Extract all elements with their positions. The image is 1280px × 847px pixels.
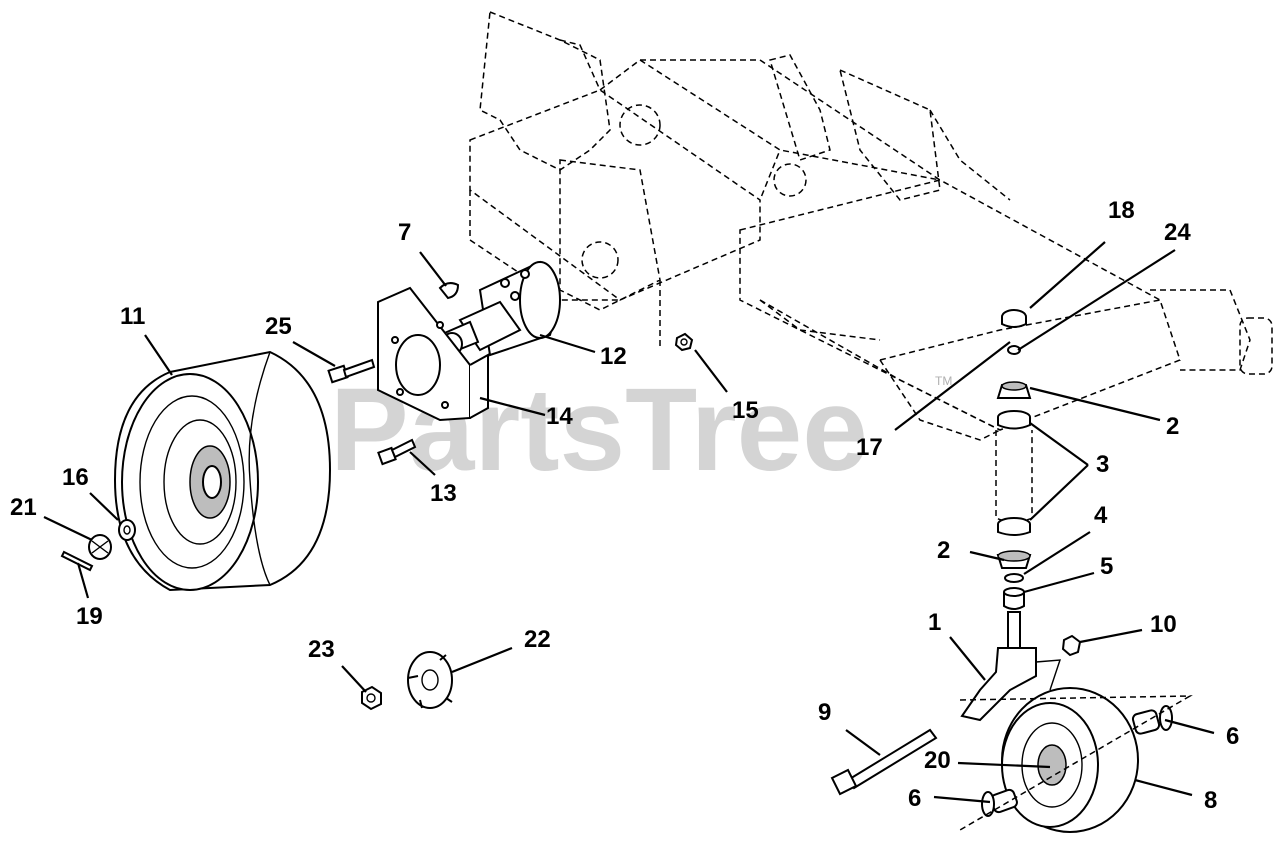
callout-3: 3 bbox=[1096, 451, 1109, 478]
callout-2-upper: 2 bbox=[1166, 413, 1179, 440]
callout-2-lower: 2 bbox=[937, 537, 950, 564]
callout-20: 20 bbox=[924, 747, 951, 774]
bolt-13-part bbox=[377, 438, 417, 466]
callout-6-right: 6 bbox=[1226, 723, 1239, 750]
callout-11: 11 bbox=[120, 303, 145, 330]
rear-tire bbox=[113, 350, 332, 592]
hub-hardware bbox=[361, 651, 453, 711]
callout-19: 19 bbox=[76, 603, 103, 630]
callout-25: 25 bbox=[265, 313, 292, 340]
callout-9: 9 bbox=[818, 699, 831, 726]
bolt-25-part bbox=[327, 358, 376, 384]
callout-22: 22 bbox=[524, 626, 551, 653]
wheel-motor bbox=[438, 260, 562, 357]
callout-7: 7 bbox=[398, 219, 411, 246]
callout-16: 16 bbox=[62, 464, 89, 491]
axle-hardware bbox=[60, 519, 136, 572]
motor-bracket bbox=[377, 286, 489, 422]
callout-21: 21 bbox=[10, 494, 37, 521]
callout-10: 10 bbox=[1150, 611, 1177, 638]
callout-23: 23 bbox=[308, 636, 335, 663]
nut-15-part bbox=[674, 332, 694, 352]
watermark-trademark: TM bbox=[935, 374, 952, 388]
callout-24: 24 bbox=[1164, 219, 1191, 246]
callout-18: 18 bbox=[1108, 197, 1135, 224]
callout-labels: 11 25 7 12 14 15 13 16 21 19 23 22 18 24… bbox=[10, 197, 1239, 814]
callout-14: 14 bbox=[546, 403, 573, 430]
callout-17: 17 bbox=[856, 434, 883, 461]
callout-13: 13 bbox=[430, 480, 457, 507]
callout-6-bottom: 6 bbox=[908, 785, 921, 812]
leader-lines bbox=[43, 241, 1215, 804]
callout-8: 8 bbox=[1204, 787, 1217, 814]
callout-1: 1 bbox=[928, 609, 941, 636]
key-part bbox=[438, 282, 460, 300]
callout-5: 5 bbox=[1100, 553, 1113, 580]
callout-15: 15 bbox=[732, 397, 759, 424]
chassis-frame bbox=[469, 10, 1273, 441]
callout-4: 4 bbox=[1094, 502, 1108, 529]
callout-12: 12 bbox=[600, 343, 627, 370]
caster-assembly bbox=[830, 309, 1193, 833]
